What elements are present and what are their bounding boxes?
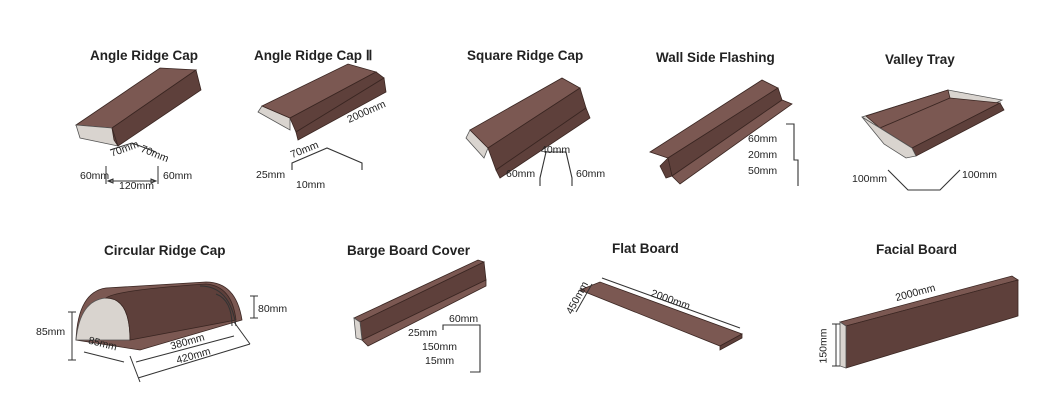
facial-board-drawing (832, 275, 1019, 369)
dim-barge-board-cover-d: 15mm (425, 355, 455, 367)
title-circular-ridge-cap: Circular Ridge Cap (104, 243, 226, 258)
title-wall-side-flashing: Wall Side Flashing (656, 50, 775, 65)
dim-square-ridge-cap-b: 60mm (506, 168, 536, 180)
dim-facial-board-b: 150mm (817, 328, 830, 364)
valley-tray-drawing (861, 89, 1005, 191)
dim-square-ridge-cap-c: 60mm (576, 168, 606, 180)
dim-barge-board-cover-b: 25mm (408, 327, 438, 339)
dim-angle-ridge-cap-e: 60mm (163, 170, 193, 182)
title-barge-board-cover: Barge Board Cover (347, 243, 471, 258)
dim-square-ridge-cap-a: 40mm (541, 144, 571, 156)
square-ridge-cap-drawing (465, 77, 591, 186)
dim-circular-ridge-cap-b: 85mm (36, 326, 66, 338)
title-flat-board: Flat Board (612, 241, 679, 256)
title-square-ridge-cap: Square Ridge Cap (467, 48, 584, 63)
dim-angle-ridge-cap-c: 60mm (80, 170, 110, 182)
angle-ridge-cap-drawing (74, 67, 202, 184)
title-angle-ridge-cap: Angle Ridge Cap (90, 48, 199, 63)
barge-board-cover-drawing (353, 259, 487, 373)
wall-side-flashing-drawing (649, 79, 799, 186)
title-facial-board: Facial Board (876, 242, 958, 257)
dim-barge-board-cover-c: 150mm (422, 341, 458, 353)
dim-angle-ridge-cap-d: 120mm (119, 180, 155, 192)
circular-ridge-cap-drawing (68, 281, 258, 383)
dim-barge-board-cover-a: 60mm (449, 313, 479, 325)
title-angle-ridge-cap-2: Angle Ridge Cap Ⅱ (254, 48, 373, 63)
dim-wall-side-flashing-a: 60mm (748, 133, 778, 145)
title-valley-tray: Valley Tray (885, 52, 955, 67)
dim-wall-side-flashing-c: 50mm (748, 165, 778, 177)
dim-circular-ridge-cap-a: 80mm (258, 303, 288, 315)
dim-angle-ridge-cap-2-d: 10mm (296, 179, 326, 191)
angle-ridge-cap-2-drawing (257, 63, 387, 170)
flat-board-drawing (575, 277, 743, 351)
dim-valley-tray-b: 100mm (962, 169, 998, 181)
dim-angle-ridge-cap-2-c: 25mm (256, 169, 286, 181)
dim-valley-tray-a: 100mm (852, 173, 888, 185)
dim-wall-side-flashing-b: 20mm (748, 149, 778, 161)
